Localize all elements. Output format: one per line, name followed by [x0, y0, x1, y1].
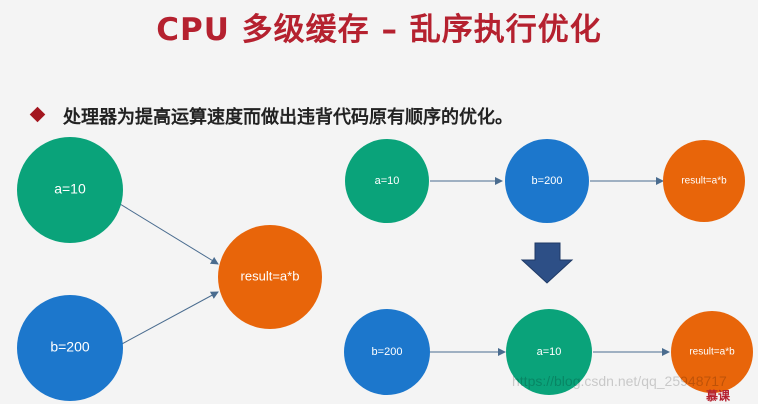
- node-result-bottom-label: result=a*b: [689, 347, 735, 358]
- down-arrow-icon: [520, 242, 574, 284]
- node-result-left: [218, 225, 322, 329]
- bullet-text: 处理器为提高运算速度而做出违背代码原有顺序的优化。: [63, 107, 513, 128]
- node-a-bottom-label: a=10: [537, 346, 562, 358]
- watermark-url: https://blog.csdn.net/qq_25948717: [512, 373, 727, 389]
- node-b-bottom-label: b=200: [372, 346, 403, 358]
- slide-title: CPU 多级缓存 – 乱序执行优化: [156, 12, 602, 48]
- arrow-a-to-result: [119, 203, 219, 265]
- node-a-top-label: a=10: [375, 175, 400, 187]
- node-result-top-label: result=a*b: [681, 176, 727, 187]
- node-a-top: [345, 139, 429, 223]
- node-b-top-label: b=200: [532, 175, 563, 187]
- node-b-left: [17, 295, 123, 401]
- node-result-left-label: result=a*b: [241, 268, 300, 283]
- node-result-bottom: [671, 311, 753, 393]
- node-a-bottom: [506, 309, 592, 395]
- node-b-bottom: [344, 309, 430, 395]
- node-a-left: [17, 137, 123, 243]
- node-b-left-label: b=200: [50, 339, 90, 355]
- node-a-left-label: a=10: [54, 181, 86, 197]
- brand-logo: 慕课: [706, 389, 731, 403]
- node-b-top: [505, 139, 589, 223]
- node-result-top: [663, 140, 745, 222]
- arrow-b-to-result: [119, 291, 219, 346]
